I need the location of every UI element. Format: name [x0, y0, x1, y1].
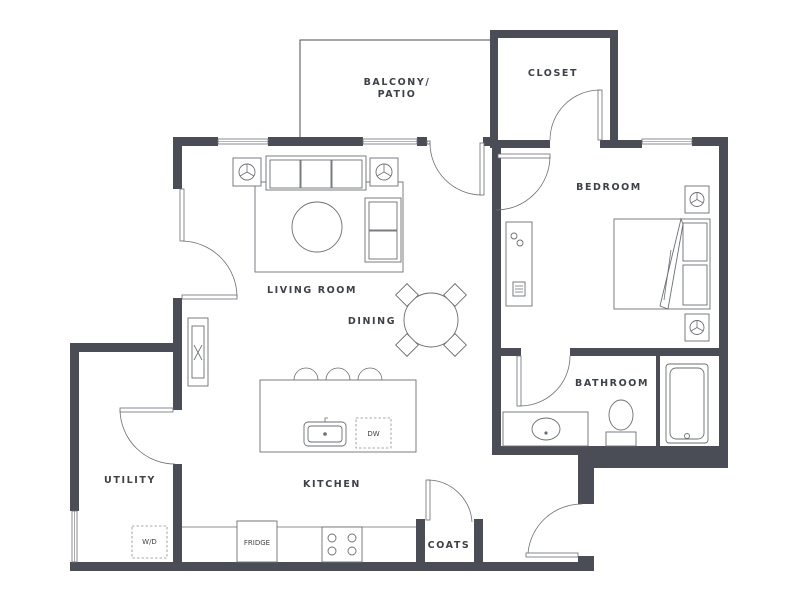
bed-icon: [613, 217, 711, 310]
lamp-icon-left: [232, 157, 262, 187]
balcony-outline: [299, 39, 490, 140]
living-furniture: [187, 155, 404, 387]
washer-dryer: [131, 525, 168, 559]
sofa-icon: [265, 155, 367, 191]
closet-label: CLOSET: [528, 68, 578, 79]
door-bedroom: [495, 153, 551, 211]
fireplace-icon: [187, 317, 209, 387]
window-utility: [71, 510, 78, 563]
dining-chairs: [395, 283, 467, 357]
dining-label: DINING: [348, 316, 396, 327]
dresser-icon: [505, 221, 533, 307]
vanity-sink-icon: [531, 417, 561, 441]
door-coats: [425, 479, 473, 523]
dishwasher-label: DW: [367, 430, 379, 438]
kitchen-fixtures: DW FRIDGE: [182, 367, 417, 563]
bedroom-label: BEDROOM: [576, 182, 642, 193]
bathroom-fixtures: [502, 363, 709, 447]
range-icon: [321, 526, 363, 563]
coats-label: COATS: [428, 540, 471, 551]
door-living-side: [179, 188, 238, 300]
window-bedroom: [641, 138, 693, 145]
door-utility: [119, 407, 176, 465]
dishwasher: [355, 417, 392, 449]
doors: [119, 89, 603, 558]
door-entry: [525, 503, 583, 558]
fridge-label: FRIDGE: [244, 539, 270, 547]
kitchen-label: KITCHEN: [303, 479, 361, 490]
walls: [70, 30, 728, 571]
loveseat-icon: [364, 197, 402, 263]
bathroom-label: BATHROOM: [575, 378, 649, 389]
sink-icon: [303, 417, 347, 447]
room-labels: BALCONY/ PATIO CLOSET BEDROOM LIVING ROO…: [104, 68, 649, 551]
window-living-left: [217, 138, 269, 145]
living-room-label: LIVING ROOM: [267, 285, 357, 296]
dining-table: [403, 292, 459, 348]
utility-fixtures: W/D: [131, 525, 168, 559]
utility-label: UTILITY: [104, 475, 156, 486]
nightstand-icon-bottom: [684, 313, 710, 342]
lamp-icon-right: [369, 157, 399, 187]
bedroom-fixtures: [505, 185, 711, 342]
toilet-icon: [605, 399, 637, 447]
windows: [71, 138, 693, 563]
nightstand-icon-top: [684, 185, 710, 214]
door-bathroom: [516, 355, 571, 407]
balcony-label-line1: BALCONY/: [364, 77, 431, 88]
balcony-label-line2: PATIO: [378, 89, 417, 100]
bathtub-icon: [665, 363, 709, 444]
coffee-table: [291, 201, 343, 253]
door-closet: [549, 89, 603, 141]
dining-set: [395, 283, 467, 357]
window-living-right: [362, 138, 418, 145]
fridge-icon: FRIDGE: [236, 520, 278, 563]
door-balcony: [426, 140, 485, 196]
washer-dryer-label: W/D: [142, 538, 157, 546]
